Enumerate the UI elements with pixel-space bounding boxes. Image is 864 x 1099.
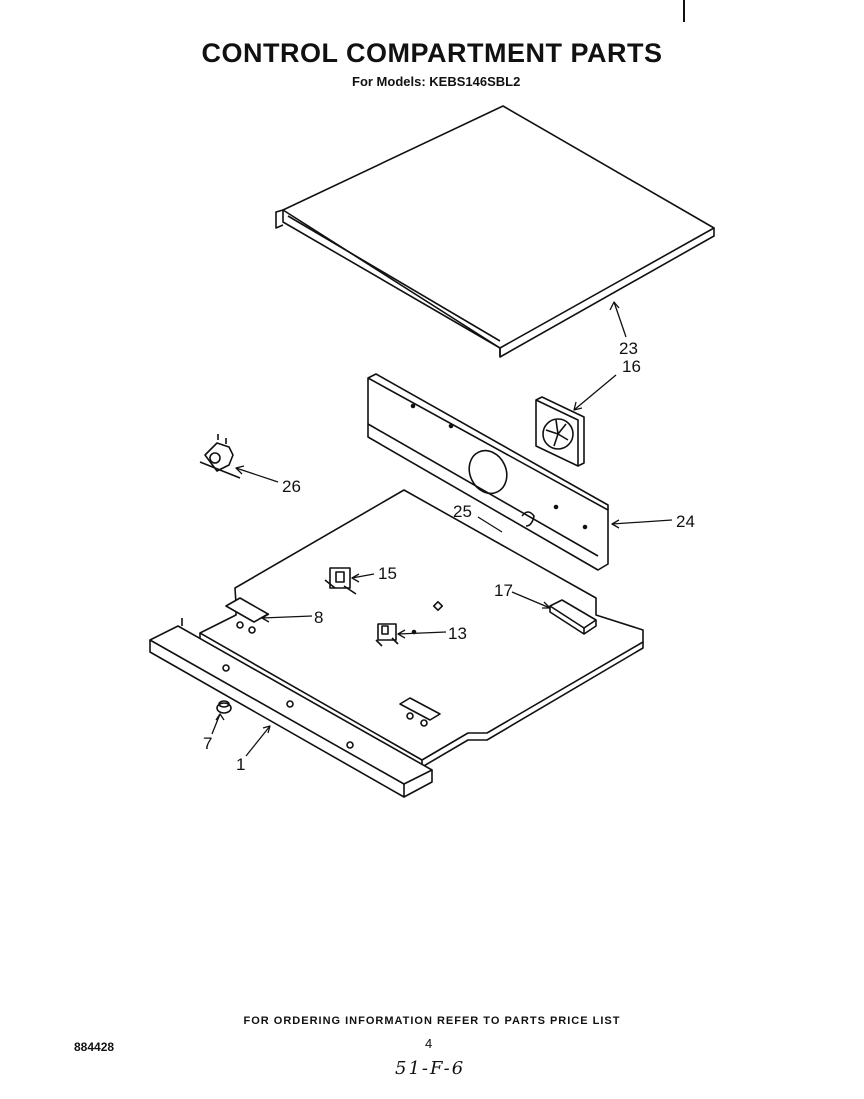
part-fan (535, 396, 585, 467)
part-terminal-block (549, 599, 597, 635)
leader-lines (211, 301, 673, 757)
callout-23: 23 (619, 339, 638, 358)
callout-7: 7 (203, 734, 212, 753)
callout-17: 17 (494, 581, 513, 600)
part-front-rail (149, 618, 433, 798)
part-thermal-switch (199, 434, 241, 479)
part-control-bracket (367, 373, 609, 571)
callout-26: 26 (282, 477, 301, 496)
callout-15: 15 (378, 564, 397, 583)
callout-13: 13 (448, 624, 467, 643)
part-knob (216, 700, 232, 714)
part-mounting-tab (399, 697, 441, 721)
callout-25: 25 (453, 502, 472, 521)
document-number: 884428 (74, 1040, 115, 1054)
callout-1: 1 (236, 755, 245, 774)
model-subtitle: For Models: KEBS146SBL2 (352, 74, 521, 89)
part-switch-13 (375, 623, 399, 647)
callout-16: 16 (622, 357, 641, 376)
part-top-cover (275, 105, 715, 358)
ordering-note: FOR ORDERING INFORMATION REFER TO PARTS … (243, 1015, 621, 1027)
page-number: 4 (425, 1036, 433, 1051)
handwritten-note: 51-F-6 (395, 1058, 466, 1079)
callout-24: 24 (676, 512, 695, 531)
top-margin-mark (683, 0, 685, 22)
page-title: CONTROL COMPARTMENT PARTS (201, 38, 663, 68)
callout-8: 8 (314, 608, 323, 627)
part-relay (324, 567, 357, 595)
